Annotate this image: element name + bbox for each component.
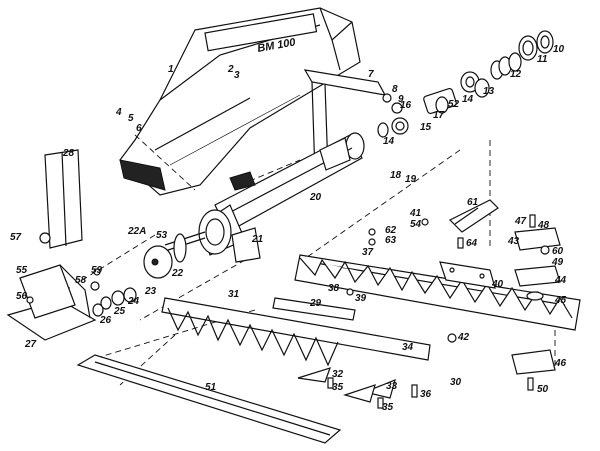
part-label: 9 — [398, 94, 404, 105]
part-label: 28 — [62, 148, 75, 159]
upper-guard — [346, 199, 499, 343]
part-label: 11 — [537, 54, 548, 65]
part-label: 2 — [227, 64, 234, 75]
base-plate — [6, 264, 104, 341]
left-bracket — [39, 149, 83, 249]
part-label: 31 — [228, 289, 240, 300]
part-label: 22A — [127, 226, 146, 237]
cutter-bar — [294, 254, 581, 331]
part-label: 58 — [75, 275, 87, 286]
part-label: 60 — [552, 246, 564, 257]
part-label: 52 — [448, 99, 460, 110]
part-label: 18 — [390, 170, 402, 181]
part-label: 26 — [99, 315, 112, 326]
part-label: 14 — [462, 94, 474, 105]
part-label: 17 — [433, 110, 445, 121]
right-hardware — [511, 214, 561, 391]
part-label: 21 — [251, 234, 264, 245]
part-label: 3 — [234, 70, 240, 81]
part-label: 13 — [483, 86, 495, 97]
part-label: 7 — [368, 69, 374, 80]
part-label: 63 — [385, 235, 397, 246]
part-label: 14 — [383, 136, 395, 147]
part-label: 5 — [128, 113, 134, 124]
part-label: 55 — [16, 265, 28, 276]
part-label: 20 — [309, 192, 322, 203]
part-label: 42 — [457, 332, 470, 343]
part-label: 23 — [144, 286, 157, 297]
part-label: 56 — [16, 291, 28, 302]
part-label: 35 — [332, 382, 344, 393]
bearing-stack — [423, 30, 554, 115]
part-label: 45 — [554, 295, 567, 306]
part-label: 19 — [405, 174, 417, 185]
part-label: 53 — [156, 230, 168, 241]
part-label: 25 — [113, 306, 126, 317]
part-label: 29 — [309, 298, 322, 309]
part-label: 30 — [450, 377, 462, 388]
part-label: 46 — [554, 358, 567, 369]
part-label: 15 — [420, 122, 432, 133]
part-label: 49 — [551, 257, 564, 268]
part-label: 6 — [136, 123, 142, 134]
part-label: 10 — [553, 44, 565, 55]
part-label: 41 — [409, 208, 422, 219]
part-label: 4 — [115, 107, 122, 118]
part-label: 27 — [24, 339, 37, 350]
skid-plate — [76, 354, 342, 444]
part-label: 48 — [537, 220, 550, 231]
part-label: 39 — [355, 293, 367, 304]
part-label: 38 — [328, 283, 340, 294]
part-label: 47 — [514, 216, 527, 227]
drive-pulley — [100, 231, 206, 310]
part-label: 57 — [10, 232, 22, 243]
part-label: 50 — [537, 384, 549, 395]
part-label: 59 — [91, 265, 103, 276]
part-label: 24 — [127, 296, 140, 307]
part-labels: 1 2 3 4 5 6 7 8 9 10 11 12 13 14 14 15 1… — [10, 44, 567, 413]
part-label: 61 — [467, 197, 479, 208]
part-label: 8 — [392, 84, 398, 95]
blade-sections — [297, 367, 418, 409]
part-label: 64 — [466, 238, 478, 249]
housing-cover: BM 100 — [119, 7, 361, 196]
part-label: 34 — [402, 342, 414, 353]
knife-blade — [161, 297, 431, 367]
part-label: 1 — [168, 64, 174, 75]
part-label: 43 — [507, 236, 520, 247]
part-label: 62 — [385, 225, 397, 236]
part-label: 32 — [332, 369, 344, 380]
part-label: 44 — [554, 275, 567, 286]
leader-lines — [49, 134, 556, 386]
part-label: 33 — [386, 381, 398, 392]
drive-tube — [198, 132, 365, 263]
part-label: 54 — [410, 219, 422, 230]
part-label: 36 — [420, 389, 432, 400]
part-label: 51 — [205, 382, 217, 393]
part-label: 35 — [382, 402, 394, 413]
part-label: 12 — [510, 69, 522, 80]
part-label: 16 — [400, 100, 412, 111]
part-label: 37 — [362, 247, 374, 258]
part-label: 22 — [171, 268, 184, 279]
part-label: 40 — [491, 279, 504, 290]
